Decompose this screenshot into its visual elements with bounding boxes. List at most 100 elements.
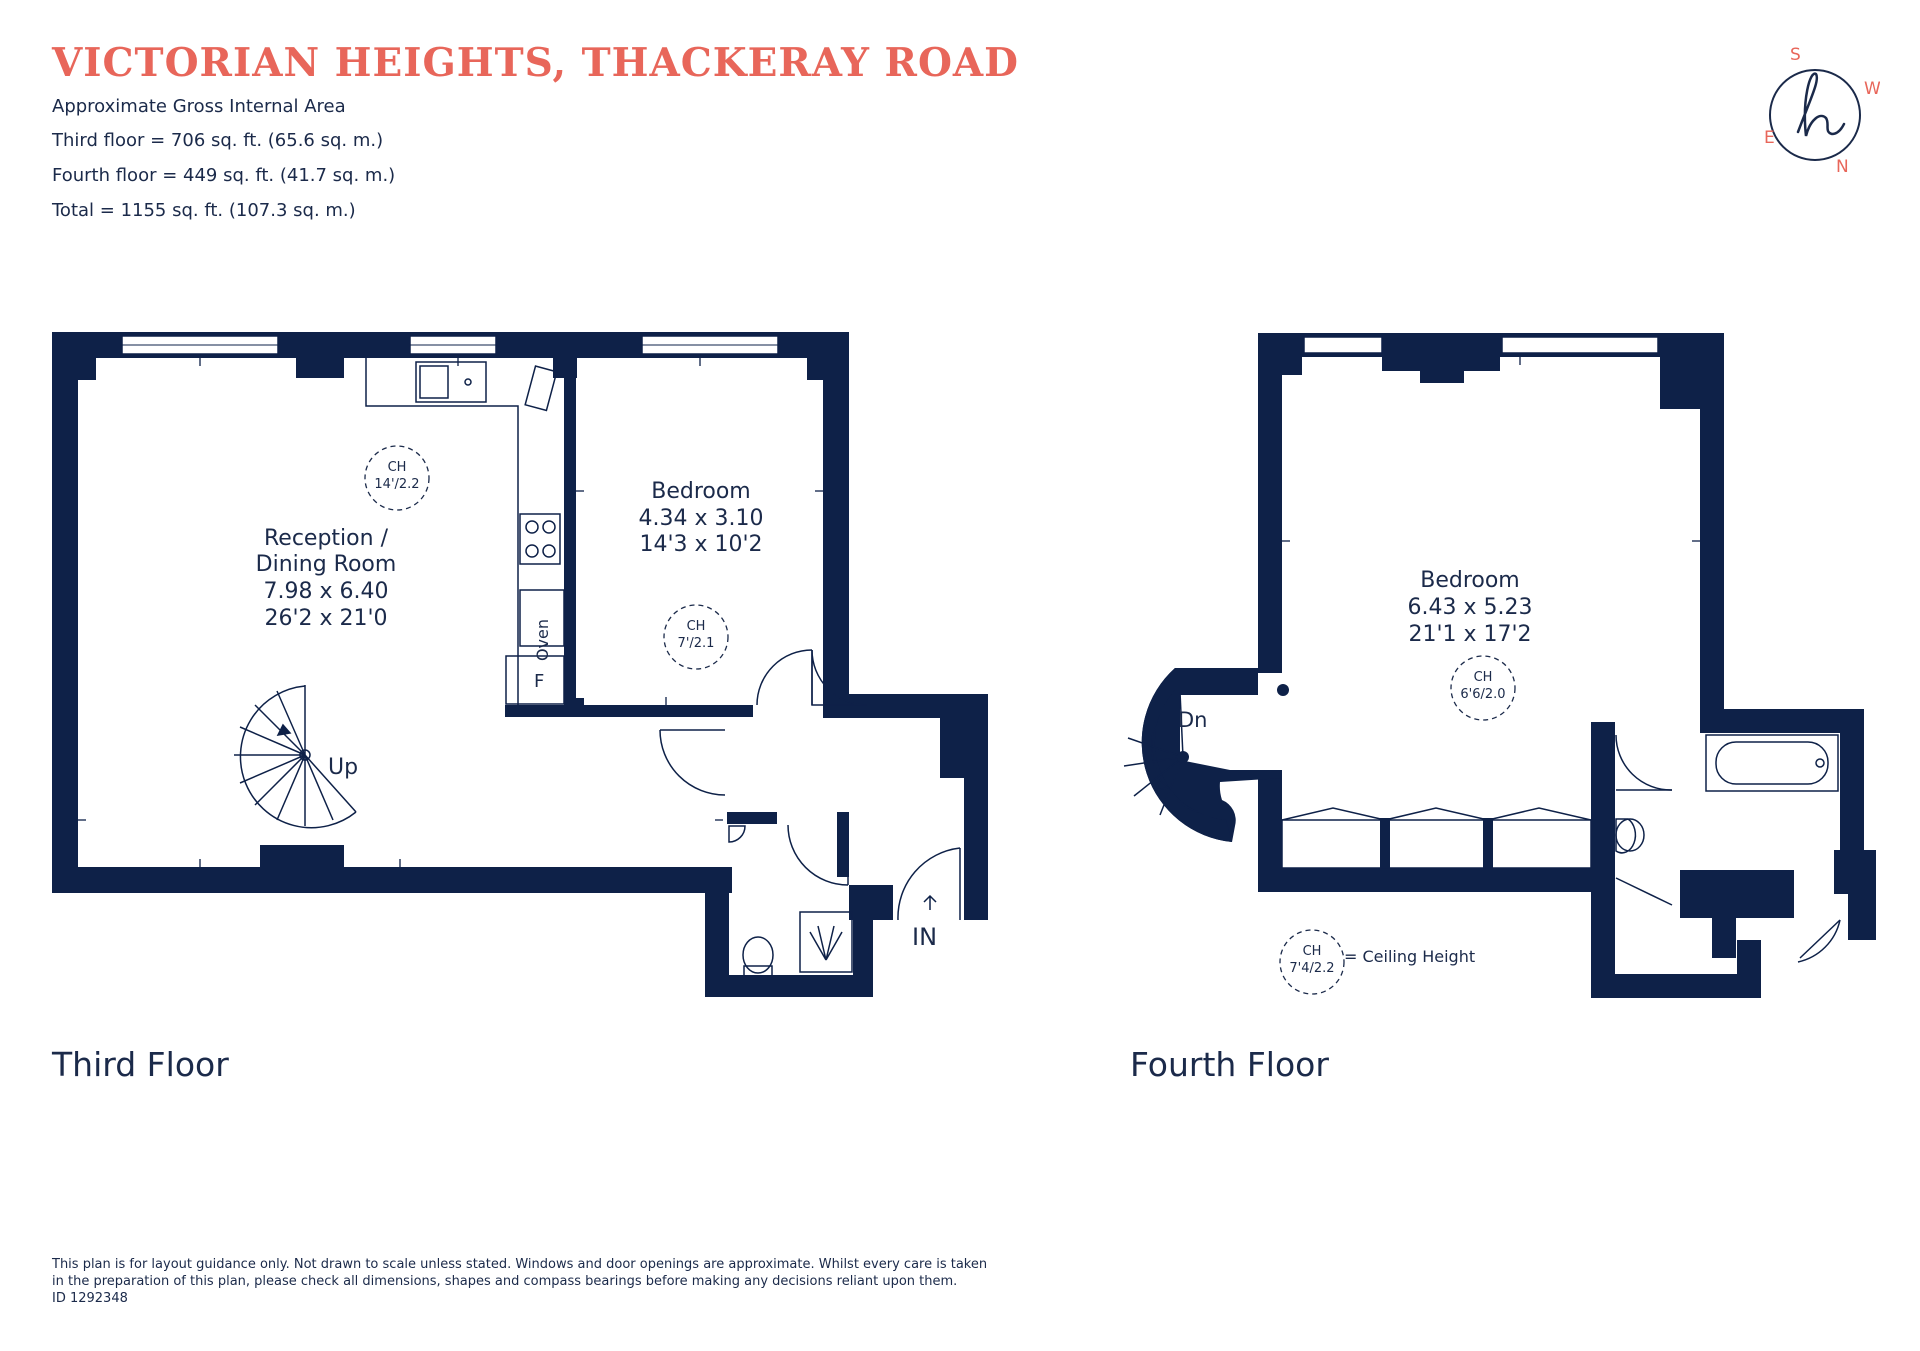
landing-door (1799, 919, 1841, 959)
ch-label: CH (687, 619, 706, 634)
ceiling-height-marker (1450, 655, 1516, 721)
wall-pier (1848, 850, 1876, 940)
ceiling-height-marker (663, 604, 729, 670)
fourth-floor-label: Fourth Floor (1130, 1045, 1329, 1084)
fridge-icon (505, 655, 565, 705)
wall-pier (1712, 918, 1736, 958)
wall-pier (1382, 357, 1500, 371)
oven-icon (519, 589, 565, 647)
stair-post (1277, 684, 1289, 696)
legend-ch-label: CH (1303, 944, 1322, 959)
legend-ceiling-height-marker (1279, 929, 1345, 995)
wardrobes (1281, 807, 1592, 869)
wall (823, 694, 988, 718)
wall-pier (807, 358, 823, 380)
oven-label: Oven (533, 619, 552, 661)
ch-value: 6'6/2.0 (1460, 687, 1505, 702)
wall-pier (260, 845, 344, 867)
legend-text: = Ceiling Height (1344, 947, 1475, 966)
plan-id: ID 1292348 (52, 1291, 128, 1306)
fourth-floor-area: Fourth floor = 449 sq. ft. (41.7 sq. m.) (52, 165, 396, 186)
wall (705, 975, 873, 997)
internal-wall (837, 812, 849, 877)
stairs-up-label: Up (328, 755, 358, 780)
reception-imperial: 26'2 x 21'0 (264, 606, 387, 631)
wall (1737, 940, 1761, 998)
ceiling-height-marker (364, 445, 430, 511)
plan-title: VICTORIAN HEIGHTS, THACKERAY ROAD (52, 40, 1020, 86)
stair-outer-wall (1141, 668, 1232, 842)
hob-icon (519, 513, 561, 565)
compass-logo: S W E N (1750, 40, 1881, 180)
gross-area-heading: Approximate Gross Internal Area (52, 96, 346, 117)
internal-wall (566, 698, 584, 710)
compass-e: E (1764, 128, 1775, 148)
entrance-arrow-icon (923, 894, 937, 910)
disclaimer-line2: in the preparation of this plan, please … (52, 1274, 958, 1289)
wall (823, 332, 849, 714)
wall (52, 867, 732, 893)
compass-w: W (1864, 79, 1880, 99)
bedroom-name: Bedroom (651, 479, 751, 504)
wall (1700, 333, 1724, 725)
h-logo-icon (1796, 72, 1846, 137)
third-floor-plan: CH 14'/2.2 CH 7'/2.1 Reception / Dining … (52, 332, 988, 997)
third-floor-area: Third floor = 706 sq. ft. (65.6 sq. m.) (52, 130, 384, 151)
bedroom-metric: 6.43 x 5.23 (1408, 595, 1533, 620)
wall-pier (940, 718, 964, 778)
ch-label: CH (388, 460, 407, 475)
wall-pier (1680, 870, 1794, 918)
wall (1591, 974, 1761, 998)
wall-pier (78, 358, 96, 380)
bedroom-name: Bedroom (1420, 568, 1520, 593)
wall-pier (1834, 850, 1848, 894)
basin-icon (728, 825, 746, 843)
ch-label: CH (1474, 670, 1493, 685)
bath-icon (1705, 734, 1839, 792)
internal-wall (505, 705, 753, 717)
window (1501, 336, 1659, 354)
wall (1258, 868, 1615, 892)
hall-door (1615, 877, 1673, 906)
bedroom-imperial: 14'3 x 10'2 (639, 532, 762, 557)
basin-icon (1615, 818, 1637, 854)
disclaimer: This plan is for layout guidance only. N… (52, 1256, 1012, 1307)
compass-s: S (1790, 45, 1801, 65)
fridge-label: F (534, 671, 544, 692)
ch-value: 14'/2.2 (374, 477, 419, 492)
sink-icon (415, 361, 487, 403)
bedroom-imperial: 21'1 x 17'2 (1408, 622, 1531, 647)
internal-wall (564, 358, 576, 708)
wall-pier (1660, 357, 1700, 409)
bedroom-metric: 4.34 x 3.10 (639, 506, 764, 531)
ch-value: 7'/2.1 (678, 636, 715, 651)
compass-ring (1769, 69, 1861, 161)
kitchen-door (524, 365, 558, 412)
reception-name-line2: Dining Room (256, 552, 397, 577)
reception-metric: 7.98 x 6.40 (264, 579, 389, 604)
fourth-floor-plan: CH 6'6/2.0 Bedroom 6.43 x 5.23 21'1 x 17… (1123, 333, 1876, 998)
wall (705, 867, 729, 995)
spiral-stairs-up (234, 685, 357, 829)
compass-n: N (1836, 157, 1849, 177)
shower-icon (799, 911, 853, 973)
wall (1700, 709, 1864, 733)
kitchen-counter (365, 358, 519, 705)
wall (1591, 722, 1615, 998)
legend-ch-value: 7'4/2.2 (1289, 961, 1334, 976)
internal-wall (849, 885, 893, 920)
wall-pier (296, 358, 344, 378)
third-floor-label: Third Floor (52, 1045, 229, 1084)
wall-pier (1282, 357, 1302, 375)
wall (52, 332, 78, 891)
wall (964, 694, 988, 920)
disclaimer-line1: This plan is for layout guidance only. N… (52, 1257, 988, 1272)
stair-post (1177, 751, 1189, 763)
reception-name-line1: Reception / (264, 526, 389, 551)
wall-pier (1420, 371, 1464, 383)
internal-wall (727, 812, 777, 824)
wall (1840, 709, 1864, 874)
spiral-stairs-down (1123, 689, 1199, 816)
wall (1258, 333, 1282, 673)
